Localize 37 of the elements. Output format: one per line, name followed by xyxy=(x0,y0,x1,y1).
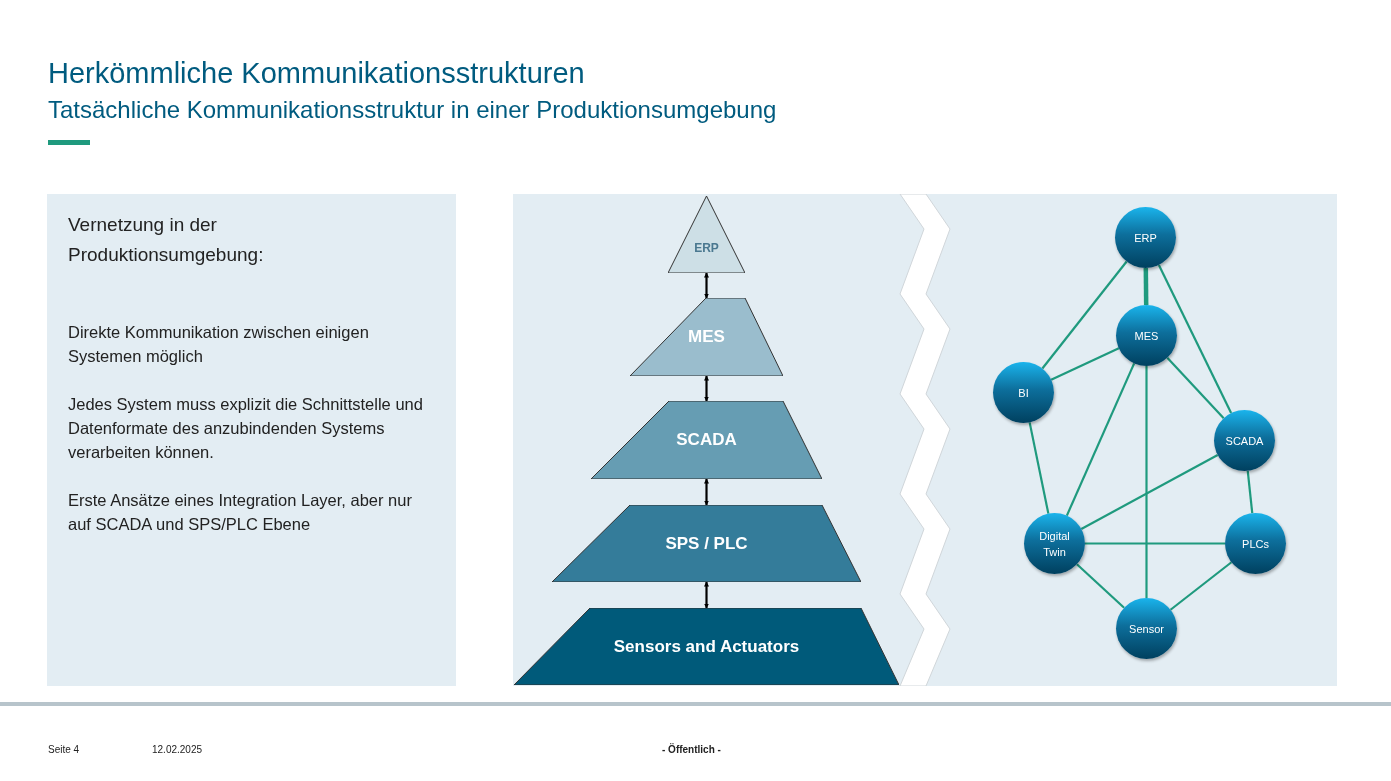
connector-line xyxy=(1169,561,1233,611)
connector-line xyxy=(1065,362,1136,517)
layer-label: SPS / PLC xyxy=(665,532,748,555)
layer-label: Sensors and Actuators xyxy=(613,635,800,658)
pyramid-layer xyxy=(591,401,822,479)
classification-text: - Öffentlich - xyxy=(662,742,721,757)
page-number: Seite 4 xyxy=(48,743,80,757)
panel-heading: Vernetzung in der Produktionsumgebung: xyxy=(68,213,265,267)
connector-line xyxy=(1246,470,1254,514)
double-arrow xyxy=(704,581,709,609)
pyramid-top-triangle xyxy=(668,196,745,273)
pyramid-layer xyxy=(514,608,899,685)
pyramid-layer xyxy=(630,298,783,376)
double-arrow xyxy=(704,375,709,402)
connector-line xyxy=(1157,264,1233,414)
panel-paragraph: Direkte Kommunikation zwischen einigen Systemen möglich xyxy=(68,322,370,367)
panel-paragraph: Erste Ansätze eines Integration Layer, aber nur auf SCADA und SPS/PLC Ebene xyxy=(68,490,413,535)
connector-line xyxy=(1143,267,1149,306)
layer-label: MES xyxy=(688,326,725,349)
connector-line xyxy=(1028,422,1050,514)
layer-label: ERP xyxy=(694,240,719,257)
connector-line xyxy=(1076,563,1125,609)
layer-label: SCADA xyxy=(676,429,737,452)
panel-paragraph: Jedes System muss explizit die Schnittstelle und Datenformate des anzubindenden Systems verarbeiten können. xyxy=(68,394,424,463)
date-text: 12.02.2025 xyxy=(152,743,203,757)
double-arrow xyxy=(704,272,709,299)
pyramid-layer xyxy=(552,505,861,582)
connector-line xyxy=(1145,366,1148,598)
connector-line xyxy=(1080,454,1219,530)
double-arrow xyxy=(704,478,709,506)
subtitle: Tatsächliche Kommunikationsstruktur in einer Produktionsumgebung xyxy=(48,95,777,125)
text-panel xyxy=(47,194,456,686)
connector-line xyxy=(1166,357,1225,419)
connector-line xyxy=(1041,260,1128,370)
connector-line xyxy=(1050,347,1120,381)
title: Herkömmliche Kommunikationsstrukturen xyxy=(48,56,585,91)
connector-line xyxy=(1085,542,1225,545)
